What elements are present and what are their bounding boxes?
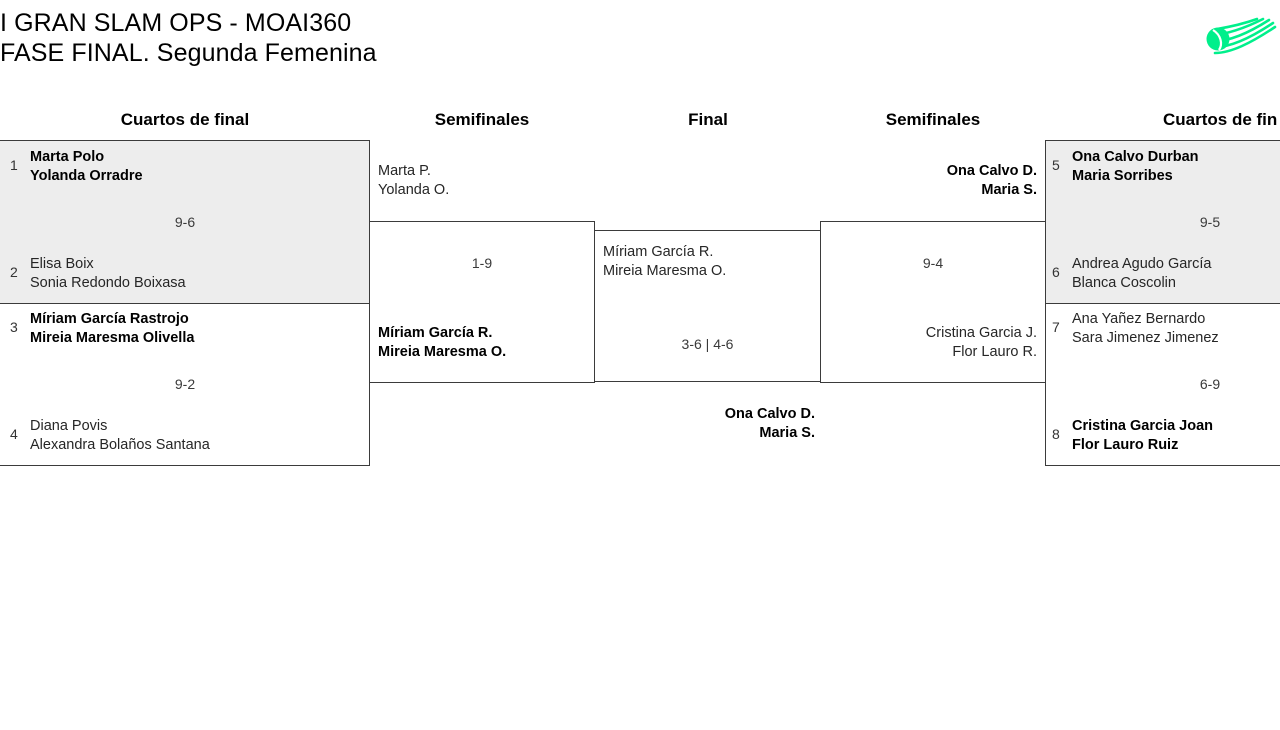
- player-name: Sara Jimenez Jimenez: [1072, 330, 1219, 346]
- seed-number: 7: [1052, 319, 1060, 335]
- player-name: Maria S.: [759, 425, 815, 441]
- match-score-final: 3-6 | 4-6: [681, 336, 734, 352]
- player-name: Míriam García R.: [378, 325, 493, 341]
- match-score-qf-left-1: 9-6: [174, 214, 196, 230]
- match-box-sf-left[interactable]: [369, 221, 595, 383]
- player-name: Mireia Maresma Olivella: [30, 330, 195, 346]
- seed-number: 6: [1052, 264, 1060, 280]
- match-box-sf-right[interactable]: [820, 221, 1046, 383]
- team-seed-7[interactable]: 7 Ana Yañez Bernardo Sara Jimenez Jimene…: [1052, 310, 1280, 348]
- player-name: Diana Povis: [30, 418, 108, 434]
- match-box-qf-right-2[interactable]: [1045, 303, 1280, 466]
- match-score-qf-left-2: 9-2: [174, 376, 196, 392]
- player-name: Flor Lauro R.: [952, 344, 1037, 360]
- final-top-team[interactable]: Míriam García R. Mireia Maresma O.: [603, 243, 813, 281]
- title-line-1: I GRAN SLAM OPS - MOAI360: [0, 9, 352, 37]
- player-name: Mireia Maresma O.: [378, 344, 507, 360]
- sf-left-bottom-team[interactable]: Míriam García R. Mireia Maresma O.: [378, 324, 588, 362]
- team-seed-6[interactable]: 6 Andrea Agudo García Blanca Coscolin: [1052, 255, 1280, 293]
- player-name: Ona Calvo D.: [946, 163, 1037, 179]
- team-seed-4[interactable]: 4 Diana Povis Alexandra Bolaños Santana: [10, 417, 350, 455]
- sf-right-top-team[interactable]: Ona Calvo D. Maria S.: [827, 162, 1037, 200]
- match-box-qf-left-1[interactable]: [0, 140, 370, 304]
- sf-right-bottom-team[interactable]: Cristina Garcia J. Flor Lauro R.: [827, 324, 1037, 362]
- team-seed-3[interactable]: 3 Míriam García Rastrojo Mireia Maresma …: [10, 310, 350, 348]
- round-header-sf-right: Semifinales: [885, 110, 981, 129]
- player-name: Sonia Redondo Boixasa: [30, 275, 186, 291]
- round-header-qf-right: Cuartos de fin: [1163, 110, 1278, 129]
- player-name: Ana Yañez Bernardo: [1072, 311, 1206, 327]
- player-name: Maria Sorribes: [1072, 168, 1173, 184]
- sf-left-top-team[interactable]: Marta P. Yolanda O.: [378, 162, 588, 200]
- match-score-qf-right-1: 9-5: [1199, 214, 1221, 230]
- player-name: Flor Lauro Ruiz: [1072, 437, 1179, 453]
- round-header-qf-left: Cuartos de final: [120, 110, 250, 129]
- player-name: Míriam García Rastrojo: [30, 311, 189, 327]
- seed-number: 4: [10, 426, 18, 442]
- player-name: Cristina Garcia J.: [925, 325, 1037, 341]
- player-name: Ona Calvo Durban: [1072, 149, 1199, 165]
- seed-number: 5: [1052, 157, 1060, 173]
- match-score-qf-right-2: 6-9: [1199, 376, 1221, 392]
- round-header-final: Final: [688, 110, 728, 129]
- player-name: Blanca Coscolin: [1072, 275, 1176, 291]
- player-name: Marta P.: [378, 163, 431, 179]
- seed-number: 3: [10, 319, 18, 335]
- player-name: Alexandra Bolaños Santana: [30, 437, 210, 453]
- page-title: I GRAN SLAM OPS - MOAI360 FASE FINAL. Se…: [0, 8, 900, 68]
- player-name: Marta Polo: [30, 149, 105, 165]
- seed-number: 2: [10, 264, 18, 280]
- match-box-final[interactable]: [594, 230, 821, 382]
- player-name: Míriam García R.: [603, 244, 714, 260]
- player-name: Mireia Maresma O.: [603, 263, 727, 279]
- player-name: Cristina Garcia Joan: [1072, 418, 1214, 434]
- player-name: Ona Calvo D.: [724, 406, 815, 422]
- tennis-ball-swoosh-logo: [1201, 17, 1280, 59]
- round-header-sf-left: Semifinales: [434, 110, 530, 129]
- player-name: Yolanda Orradre: [30, 168, 143, 184]
- seed-number: 1: [10, 157, 18, 173]
- player-name: Yolanda O.: [378, 182, 450, 198]
- seed-number: 8: [1052, 426, 1060, 442]
- team-seed-5[interactable]: 5 Ona Calvo Durban Maria Sorribes: [1052, 148, 1280, 186]
- match-box-qf-left-2[interactable]: [0, 303, 370, 466]
- player-name: Elisa Boix: [30, 256, 94, 272]
- team-seed-8[interactable]: 8 Cristina Garcia Joan Flor Lauro Ruiz: [1052, 417, 1280, 455]
- match-score-sf-right: 9-4: [922, 255, 944, 271]
- player-name: Maria S.: [981, 182, 1037, 198]
- player-name: Andrea Agudo García: [1072, 256, 1212, 272]
- title-line-2: FASE FINAL. Segunda Femenina: [0, 39, 377, 67]
- final-champion-team[interactable]: Ona Calvo D. Maria S.: [603, 405, 815, 443]
- team-seed-2[interactable]: 2 Elisa Boix Sonia Redondo Boixasa: [10, 255, 350, 293]
- team-seed-1[interactable]: 1 Marta Polo Yolanda Orradre: [10, 148, 350, 186]
- match-score-sf-left: 1-9: [471, 255, 493, 271]
